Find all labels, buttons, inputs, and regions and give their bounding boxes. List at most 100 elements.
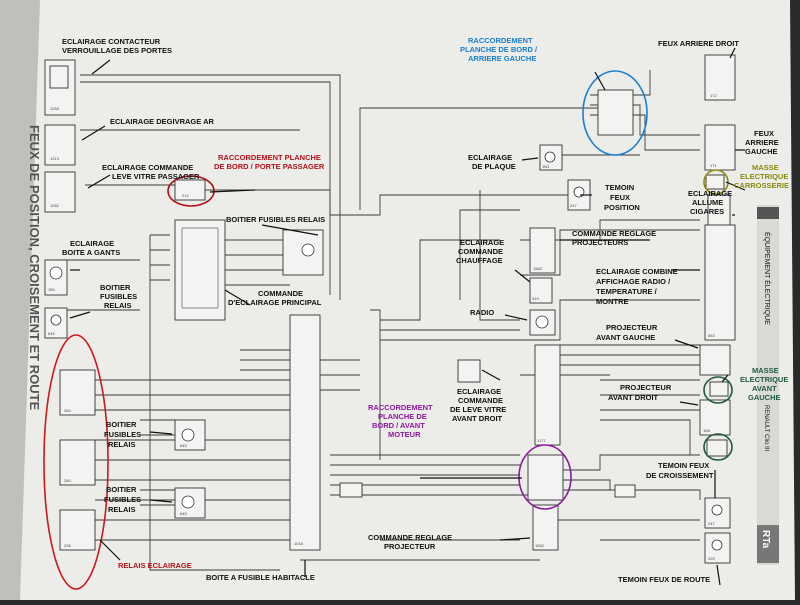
component-boitier-fusibles-3: 645 xyxy=(174,487,206,519)
label-temoin-position-1: TEMOIN xyxy=(605,183,634,192)
component-raccord-passager: 212 xyxy=(174,179,206,201)
svg-text:238: 238 xyxy=(64,543,71,548)
component-masse-avant-gauche xyxy=(709,381,729,397)
svg-text:1213: 1213 xyxy=(50,156,60,161)
label-leve-vitre-avant-3: DE LEVE VITRE xyxy=(450,405,506,414)
component-relais-eclairage: 260 260 238 xyxy=(59,369,96,551)
right-tab-strip xyxy=(757,205,779,565)
component-boitier-fusibles-relais-top xyxy=(282,229,324,276)
label-feux-arriere-gauche-2: ARRIERE xyxy=(745,138,779,147)
component-masse-carrosserie xyxy=(705,174,725,190)
label-masse-carrosserie-3: CARROSSERIE xyxy=(734,181,789,190)
highlight-raccord-arriere xyxy=(582,70,648,156)
label-temoin-croisement-2: DE CROISSEMENT xyxy=(646,471,714,480)
label-boite-gants-2: BOITE A GANTS xyxy=(62,248,120,257)
svg-text:1016: 1016 xyxy=(294,541,304,546)
component-boitier-fusibles-1: 645 xyxy=(44,307,68,339)
label-contacteur-2: VERROUILLAGE DES PORTES xyxy=(62,46,172,55)
svg-text:1B9: 1B9 xyxy=(703,428,711,433)
label-boitier3-1: BOITIER xyxy=(106,485,137,494)
svg-text:1562: 1562 xyxy=(533,266,543,271)
label-boite-gants-1: ECLAIRAGE xyxy=(70,239,114,248)
label-commande-principal-2: D'ECLAIRAGE PRINCIPAL xyxy=(228,298,322,307)
svg-text:645: 645 xyxy=(180,443,187,448)
label-boitier1-2: FUSIBLES xyxy=(100,292,137,301)
label-commande-reglage-proj-1: COMMANDE REGLAGE xyxy=(572,229,656,238)
label-chauffage-2: COMMANDE xyxy=(458,247,503,256)
label-masse-avant-1: MASSE xyxy=(752,366,779,375)
label-boitier3-2: FUSIBLES xyxy=(104,495,141,504)
component-commande-reglage-projecteurs: 1562 xyxy=(529,227,556,274)
label-boite-fusible-habitacle: BOITE A FUSIBLE HABITACLE xyxy=(206,573,315,582)
component-boite-fusible-habitacle: 1016 xyxy=(289,314,321,551)
paper-shadow xyxy=(0,0,40,600)
label-raccord-moteur-1: RACCORDEMENT xyxy=(368,403,433,412)
svg-text:225: 225 xyxy=(708,556,715,561)
labels-layer: ECLAIRAGE CONTACTEUR VERROUILLAGE DES PO… xyxy=(62,36,789,584)
label-feux-arriere-droit: FEUX ARRIERE DROIT xyxy=(658,39,739,48)
component-raccord-arriere xyxy=(597,89,634,136)
label-masse-carrosserie-2: ELECTRIQUE xyxy=(740,172,788,181)
highlight-masse-avant-2 xyxy=(703,433,733,461)
svg-text:260: 260 xyxy=(64,408,71,413)
label-combine-2: AFFICHAGE RADIO / xyxy=(596,277,671,286)
svg-text:1562: 1562 xyxy=(535,543,545,548)
component-temoin-route: 225 xyxy=(704,532,731,564)
label-leve-vitre-passager-2: LEVE VITRE PASSAGER xyxy=(112,172,200,181)
label-boitier1-1: BOITIER xyxy=(100,283,131,292)
label-plaque-2: DE PLAQUE xyxy=(472,162,516,171)
component-small-box xyxy=(339,482,636,498)
label-radio: RADIO xyxy=(470,308,494,317)
svg-text:1B1: 1B1 xyxy=(48,287,56,292)
label-masse-avant-2: ELECTRIQUE xyxy=(740,375,788,384)
svg-text:1262: 1262 xyxy=(50,203,60,208)
component-temoin-position: 247 xyxy=(567,179,591,211)
label-boitier2-2: FUSIBLES xyxy=(104,430,141,439)
label-commande-reglage-proj2-1: COMMANDE REGLAGE xyxy=(368,533,452,542)
component-leve-vitre-avant-droit: 1177 xyxy=(534,344,561,446)
svg-text:260: 260 xyxy=(64,478,71,483)
label-plaque-1: ECLAIRAGE xyxy=(468,153,512,162)
label-leve-vitre-passager-1: ECLAIRAGE COMMANDE xyxy=(102,163,193,172)
label-commande-reglage-proj-2: PROJECTEURS xyxy=(572,238,628,247)
label-raccord-arriere-2: PLANCHE DE BORD / xyxy=(460,45,538,54)
label-leve-vitre-avant-1: ECLAIRAGE xyxy=(457,387,501,396)
label-raccord-arriere-1: RACCORDEMENT xyxy=(468,36,533,45)
label-temoin-position-2: FEUX xyxy=(610,193,630,202)
component-contacteur-verrouillage: 1253 xyxy=(44,59,76,116)
label-chauffage-1: ECLAIRAGE xyxy=(460,238,504,247)
component-feux-arriere-gauche: 171 xyxy=(704,124,736,171)
label-raccord-passager-1: RACCORDEMENT PLANCHE xyxy=(218,153,321,162)
svg-text:247: 247 xyxy=(708,521,715,526)
label-masse-avant-4: GAUCHE xyxy=(748,393,781,402)
svg-text:1177: 1177 xyxy=(537,438,546,443)
component-radio xyxy=(529,309,556,336)
label-temoin-croisement-1: TEMOIN FEUX xyxy=(658,461,709,470)
highlight-raccord-moteur xyxy=(518,444,572,510)
highlight-masse-carrosserie xyxy=(703,169,729,195)
svg-text:645: 645 xyxy=(180,511,187,516)
svg-text:172: 172 xyxy=(710,93,717,98)
label-boitier1-3: RELAIS xyxy=(104,301,132,310)
svg-text:171: 171 xyxy=(710,163,717,168)
label-boitier2-1: BOITIER xyxy=(106,420,137,429)
label-proj-avant-gauche-1: PROJECTEUR xyxy=(606,323,658,332)
label-raccord-arriere-3: ARRIERE GAUCHE xyxy=(468,54,536,63)
label-allume-cigares-2: ALLUME xyxy=(692,198,723,207)
component-raccord-moteur xyxy=(527,454,564,501)
component-combine: 653 xyxy=(704,224,736,341)
component-plaque: 1B3 xyxy=(539,144,563,171)
svg-text:645: 645 xyxy=(48,331,55,336)
label-commande-reglage-proj2-2: PROJECTEUR xyxy=(384,542,436,551)
label-chauffage-3: CHAUFFAGE xyxy=(456,256,503,265)
label-raccord-passager-2: DE BORD / PORTE PASSAGER xyxy=(214,162,325,171)
right-tab-subtitle: RENAULT Clio III xyxy=(763,405,769,451)
label-contacteur-1: ECLAIRAGE CONTACTEUR xyxy=(62,37,161,46)
label-relais-eclairage: RELAIS ECLAIRAGE xyxy=(118,561,192,570)
label-degivrage: ECLAIRAGE DEGIVRAGE AR xyxy=(110,117,214,126)
pointer-arrows xyxy=(69,47,746,586)
label-feux-arriere-gauche-3: GAUCHE xyxy=(745,147,778,156)
component-projecteur-avant-gauche xyxy=(699,344,731,376)
